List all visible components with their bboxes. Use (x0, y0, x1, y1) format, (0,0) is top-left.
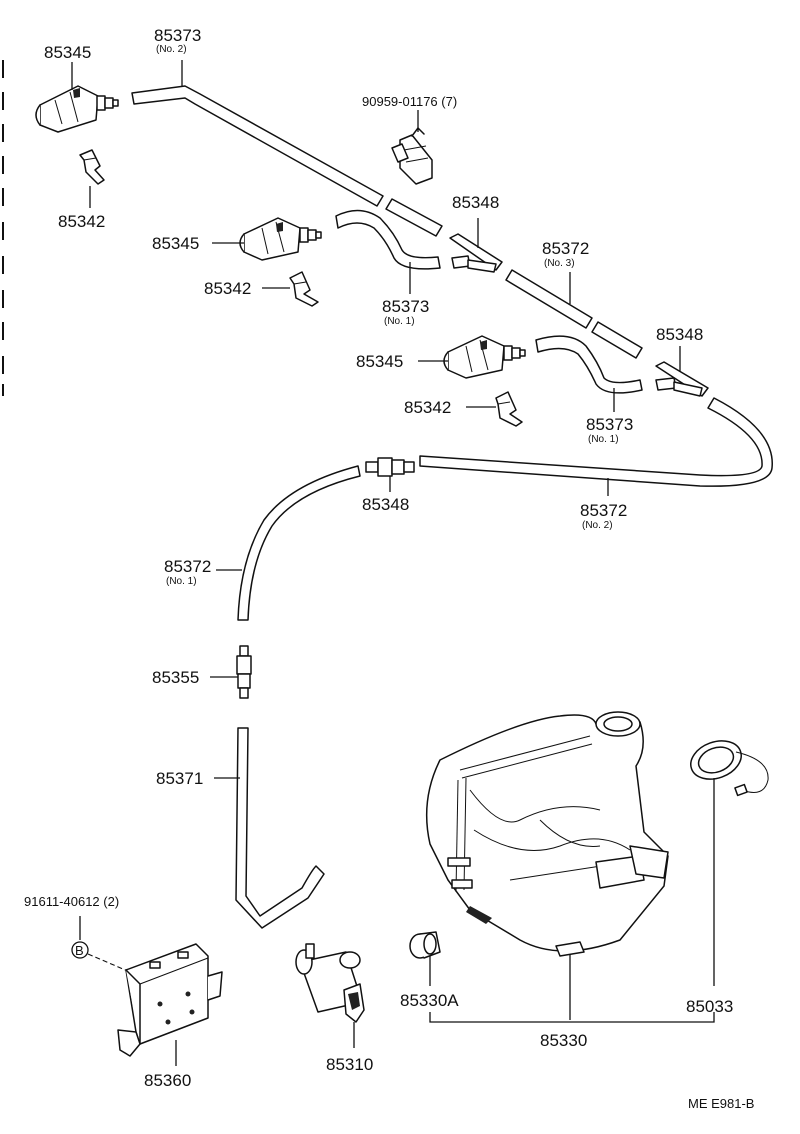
label-hose-no3: 85372 (542, 239, 589, 258)
nozzle-top (35, 85, 119, 133)
label-joint-low: 85348 (362, 495, 409, 514)
hose-segment-upper (385, 198, 443, 237)
label-joint-right: 85348 (656, 325, 703, 344)
label-bolt-code: 91611-40612 (2) (24, 894, 119, 909)
group-bracket-line (429, 1012, 715, 1023)
label-pump: 85310 (326, 1055, 373, 1074)
washer-tank (425, 711, 669, 957)
hose-no2-top (131, 85, 384, 207)
label-nozzle-low: 85345 (356, 352, 403, 371)
label-hose-no2-top-sub: (No. 2) (156, 44, 187, 55)
clip-low (495, 391, 523, 427)
label-joint-mid: 85348 (452, 193, 499, 212)
label-hose-no1-long: 85372 (164, 557, 211, 576)
label-nozzle-top: 85345 (44, 43, 91, 62)
label-cap: 85033 (686, 997, 733, 1016)
label-nozzle-mid: 85345 (152, 234, 199, 253)
label-hose-lower: 85371 (156, 769, 203, 788)
tee-joint-mid (449, 233, 503, 273)
label-hose-no1-low-sub: (No. 1) (588, 434, 619, 445)
hose-lower (235, 727, 325, 929)
grommet (409, 931, 441, 959)
washer-pump (295, 943, 365, 1023)
tee-joint-right (655, 361, 709, 397)
label-hose-no1-mid-sub: (No. 1) (384, 316, 415, 327)
label-hose-no2-long: 85372 (580, 501, 627, 520)
clip-mid (289, 271, 319, 307)
hose-no2-long (419, 397, 773, 487)
straight-joint-low (365, 457, 415, 477)
clip-top (79, 149, 105, 185)
label-figure-code: ME E981-B (688, 1096, 754, 1111)
hose-no1-low (535, 335, 643, 394)
label-hose-no1-low: 85373 (586, 415, 633, 434)
hose-clamp (391, 127, 433, 185)
hose-no3 (505, 269, 643, 359)
label-hose-no3-sub: (No. 3) (544, 258, 575, 269)
label-bolt-marker: B (75, 943, 84, 958)
nozzle-mid (239, 217, 322, 261)
label-grommet: 85330A (400, 991, 459, 1010)
label-hose-no1-long-sub: (No. 1) (166, 576, 197, 587)
tank-cap (690, 740, 769, 797)
label-bracket: 85360 (144, 1071, 191, 1090)
label-check-valve: 85355 (152, 668, 199, 687)
nozzle-low (443, 335, 526, 379)
label-clip-low: 85342 (404, 398, 451, 417)
label-hose-no2-long-sub: (No. 2) (582, 520, 613, 531)
label-clip-top: 85342 (58, 212, 105, 231)
label-hose-no1-mid: 85373 (382, 297, 429, 316)
hose-no1-mid (335, 209, 441, 270)
pump-bracket (117, 943, 223, 1057)
label-clip-mid: 85342 (204, 279, 251, 298)
label-tank: 85330 (540, 1031, 587, 1050)
label-hose-no2-top: 85373 (154, 26, 201, 45)
check-valve (236, 645, 252, 699)
label-clamp-code: 90959-01176 (7) (362, 94, 457, 109)
bolt-marker-circle (71, 941, 89, 959)
hose-no1-long (237, 465, 361, 621)
